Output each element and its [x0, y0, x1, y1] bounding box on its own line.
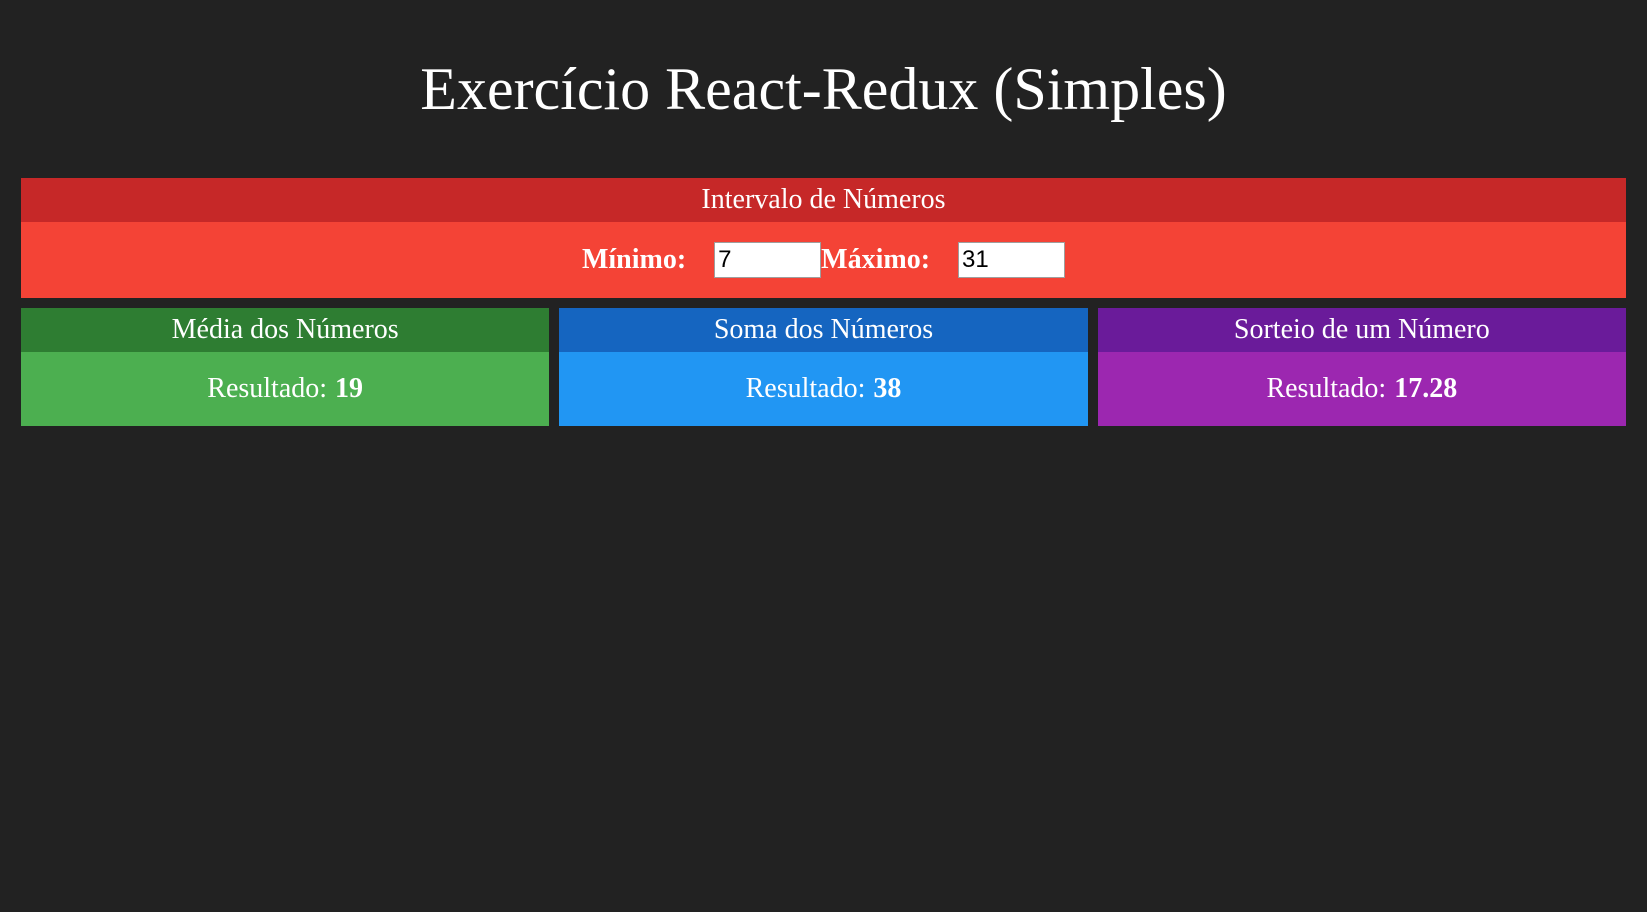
results-row: Média dos Números Resultado: 19 Soma dos…	[21, 308, 1626, 426]
interval-card-body: Mínimo: Máximo:	[21, 222, 1626, 298]
page-title: Exercício React-Redux (Simples)	[420, 55, 1227, 122]
sum-card-body: Resultado: 38	[559, 352, 1088, 426]
average-card-body: Resultado: 19	[21, 352, 550, 426]
min-input[interactable]	[714, 242, 822, 278]
sum-card: Soma dos Números Resultado: 38	[559, 308, 1088, 426]
average-result-label: Resultado:	[207, 373, 328, 404]
max-input[interactable]	[958, 242, 1066, 278]
min-label: Mínimo:	[581, 244, 687, 275]
draw-result-value: 17.28	[1394, 373, 1458, 404]
average-result-value: 19	[335, 373, 364, 404]
draw-card-header: Sorteio de um Número	[1097, 308, 1626, 352]
draw-result-label: Resultado:	[1266, 373, 1387, 404]
draw-card: Sorteio de um Número Resultado: 17.28	[1097, 308, 1626, 426]
sum-result-label: Resultado:	[745, 373, 866, 404]
interval-card: Intervalo de Números Mínimo: Máximo:	[21, 178, 1626, 298]
interval-card-header: Intervalo de Números	[21, 178, 1626, 222]
sum-card-header: Soma dos Números	[559, 308, 1088, 352]
draw-card-body: Resultado: 17.28	[1097, 352, 1626, 426]
max-label: Máximo:	[821, 244, 931, 275]
average-card-header: Média dos Números	[21, 308, 550, 352]
average-card: Média dos Números Resultado: 19	[21, 308, 550, 426]
sum-result-value: 38	[873, 373, 902, 404]
